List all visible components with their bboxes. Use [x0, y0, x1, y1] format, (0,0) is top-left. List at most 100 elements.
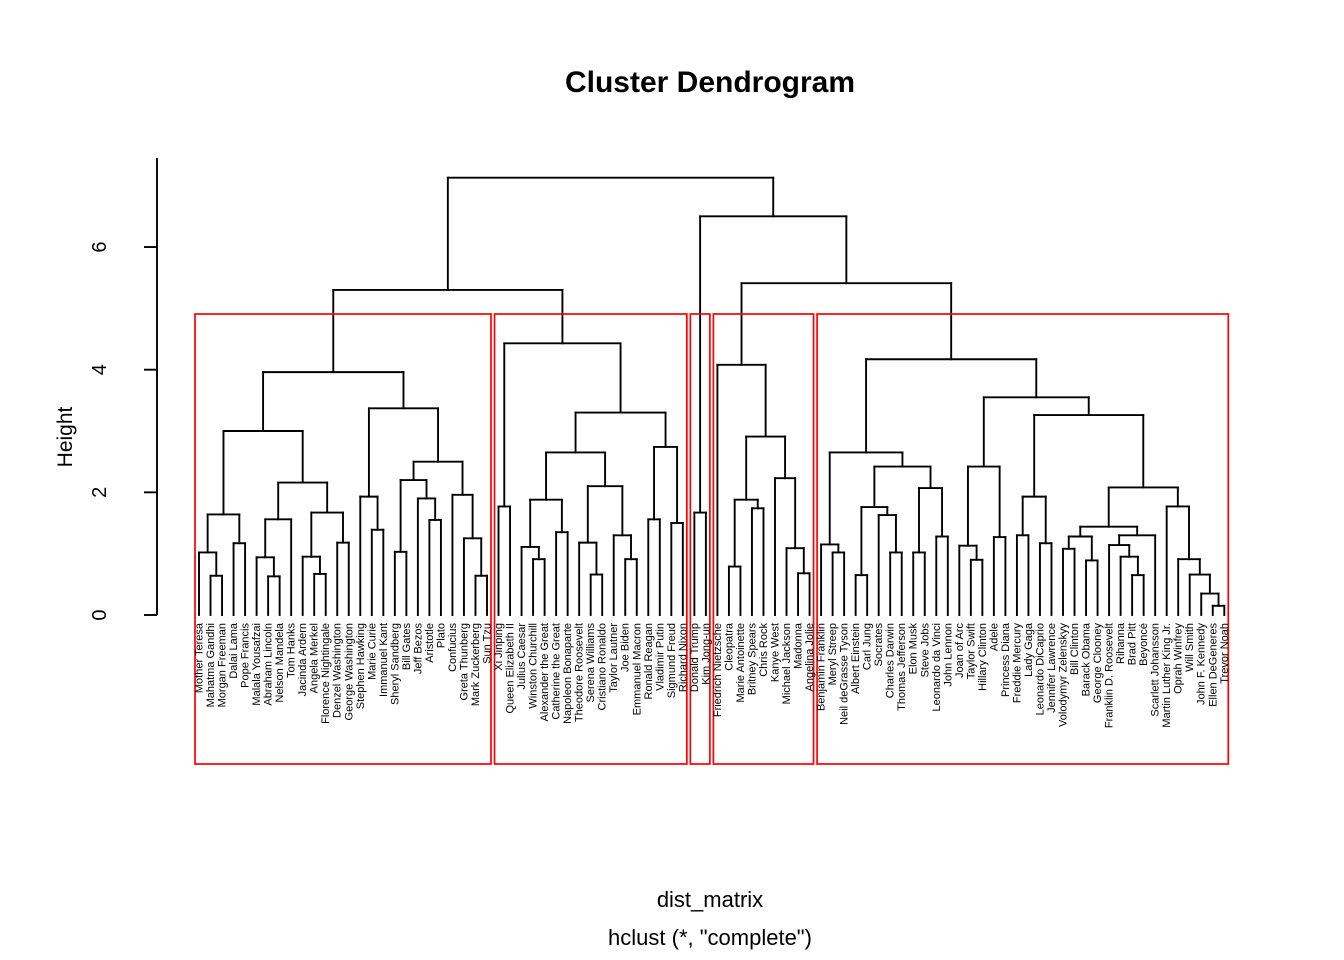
leaf-label: Elon Musk [908, 623, 920, 675]
leaf-label: Oprah Winfrey [1173, 623, 1185, 694]
leaf-label: Pope Francis [240, 623, 252, 688]
leaf-label: Richard Nixon [677, 623, 689, 692]
leaf-label: Carl Jung [862, 623, 874, 670]
leaf-label: Donald Trump [689, 623, 701, 692]
leaf-label: Joe Biden [620, 623, 632, 672]
y-axis: 0 2 4 6 Height [54, 158, 158, 621]
leaf-label: Napoleon Bonaparte [562, 623, 574, 724]
leaf-label: Franklin D. Roosevelt [1104, 623, 1116, 728]
cluster-box-2 [493, 313, 688, 765]
leaf-label: Bill Clinton [1069, 623, 1081, 675]
leaf-label: Freddie Mercury [1011, 623, 1023, 704]
leaf-label: Cleopatra [723, 622, 735, 671]
leaf-label: Jennifer Lawrence [1046, 623, 1058, 713]
leaf-label: Dalai Lama [228, 622, 240, 679]
leaf-label: Rihanna [1115, 622, 1127, 664]
leaf-label: Serena Williams [585, 623, 597, 703]
y-tick-label: 6 [89, 241, 111, 252]
leaf-label: Taylor Swift [965, 623, 977, 679]
leaf-label: John F. Kennedy [1196, 623, 1208, 705]
leaf-label: Theodore Roosevelt [574, 623, 586, 722]
leaf-label: Sigmund Freud [666, 623, 678, 698]
leaf-label: Charles Darwin [885, 623, 897, 698]
leaf-label: Volodymyr Zelenskyy [1058, 623, 1070, 727]
leaf-label: Marie Curie [366, 623, 378, 680]
cluster-boxes [194, 313, 1230, 765]
y-tick-label: 2 [89, 487, 111, 498]
leaf-label: Beyoncé [1138, 623, 1150, 666]
leaf-label: Marie Antoinette [735, 623, 747, 703]
leaf-label: Alexander the Great [539, 623, 551, 721]
leaf-label: Socrates [873, 623, 885, 667]
leaf-label: Jacinda Ardern [297, 623, 309, 696]
leaf-label: Mark Zuckerberg [470, 623, 482, 706]
leaf-label: Adele [988, 623, 1000, 651]
leaf-label: George Clooney [1092, 623, 1104, 704]
leaf-label: Queen Elizabeth II [505, 623, 517, 714]
cluster-box-4 [712, 313, 815, 765]
y-tick-label: 0 [89, 609, 111, 620]
leaf-label: Immanuel Kant [378, 623, 390, 697]
leaf-label: Aristotle [424, 623, 436, 663]
leaf-label: Scarlett Johansson [1150, 623, 1162, 717]
leaf-label: Kanye West [770, 623, 782, 682]
leaf-label: Nelson Mandela [274, 622, 286, 702]
leaf-label: Lady Gaga [1023, 622, 1035, 677]
y-axis-ticks: 0 2 4 6 [89, 241, 157, 621]
leaf-label: Plato [435, 623, 447, 648]
leaf-label: Morgan Freeman [217, 623, 229, 707]
leaf-label: Joan of Arc [954, 623, 966, 679]
leaf-label: Madonna [793, 622, 805, 669]
leaf-label: Julius Caesar [516, 623, 528, 690]
leaf-label: Kim Jong-un [700, 623, 712, 685]
leaf-label: Will Smith [1184, 623, 1196, 672]
leaf-label: Friedrich Nietzsche [712, 623, 724, 717]
dendrogram-tree [198, 176, 1226, 616]
leaf-label: Mother Teresa [194, 622, 206, 693]
cluster-box-5 [816, 313, 1230, 765]
footer-dist-matrix: dist_matrix [657, 887, 763, 912]
leaf-label: Cristiano Ronaldo [597, 623, 609, 710]
leaf-label: Denzel Washington [332, 623, 344, 718]
leaf-label: Albert Einstein [850, 623, 862, 694]
y-axis-label: Height [54, 406, 77, 467]
leaf-label: Benjamin Franklin [816, 623, 828, 711]
leaf-label: Neil deGrasse Tyson [839, 623, 851, 725]
leaf-label: Trevor Noah [1219, 623, 1231, 684]
leaf-label: Bill Gates [401, 623, 413, 671]
leaf-label: Leonardo DiCaprio [1034, 623, 1046, 715]
leaf-label: Taylor Lautner [608, 623, 620, 693]
leaf-label: Thomas Jefferson [896, 623, 908, 711]
plot-footer: dist_matrix hclust (*, "complete") [608, 887, 812, 950]
leaf-label: George Washington [343, 623, 355, 720]
leaf-label: Ronald Reagan [643, 623, 655, 699]
cluster-box-3 [689, 313, 711, 765]
leaf-label: Greta Thunberg [458, 623, 470, 700]
leaf-label: Abraham Lincoln [263, 623, 275, 706]
leaf-label: Florence Nightingale [320, 623, 332, 724]
leaf-label: Catherine the Great [551, 623, 563, 720]
leaf-label: Angelina Jolie [804, 623, 816, 692]
leaf-label: Barack Obama [1081, 622, 1093, 696]
leaf-label: Sun Tzu [482, 623, 494, 664]
y-tick-label: 4 [89, 364, 111, 375]
footer-hclust-call: hclust (*, "complete") [608, 925, 812, 950]
leaf-label: Angela Merkel [309, 623, 321, 693]
leaf-label: Stephen Hawking [355, 623, 367, 709]
leaf-label: Chris Rock [758, 623, 770, 677]
leaf-label: Emmanuel Macron [631, 623, 643, 715]
leaf-label: Malala Yousafzai [251, 623, 263, 706]
leaf-label: Jeff Bezos [412, 623, 424, 675]
leaf-label: Britney Spears [746, 623, 758, 696]
leaf-label: Vladimir Putin [654, 623, 666, 691]
cluster-box-1 [194, 313, 492, 765]
leaf-label: John Lennon [942, 623, 954, 687]
leaf-label: Princess Diana [1000, 622, 1012, 697]
leaf-label: Mahatma Gandhi [205, 623, 217, 707]
leaf-label: Ellen DeGeneres [1207, 623, 1219, 707]
leaf-label: Michael Jackson [781, 623, 793, 704]
leaf-label: Martin Luther King Jr. [1161, 623, 1173, 728]
